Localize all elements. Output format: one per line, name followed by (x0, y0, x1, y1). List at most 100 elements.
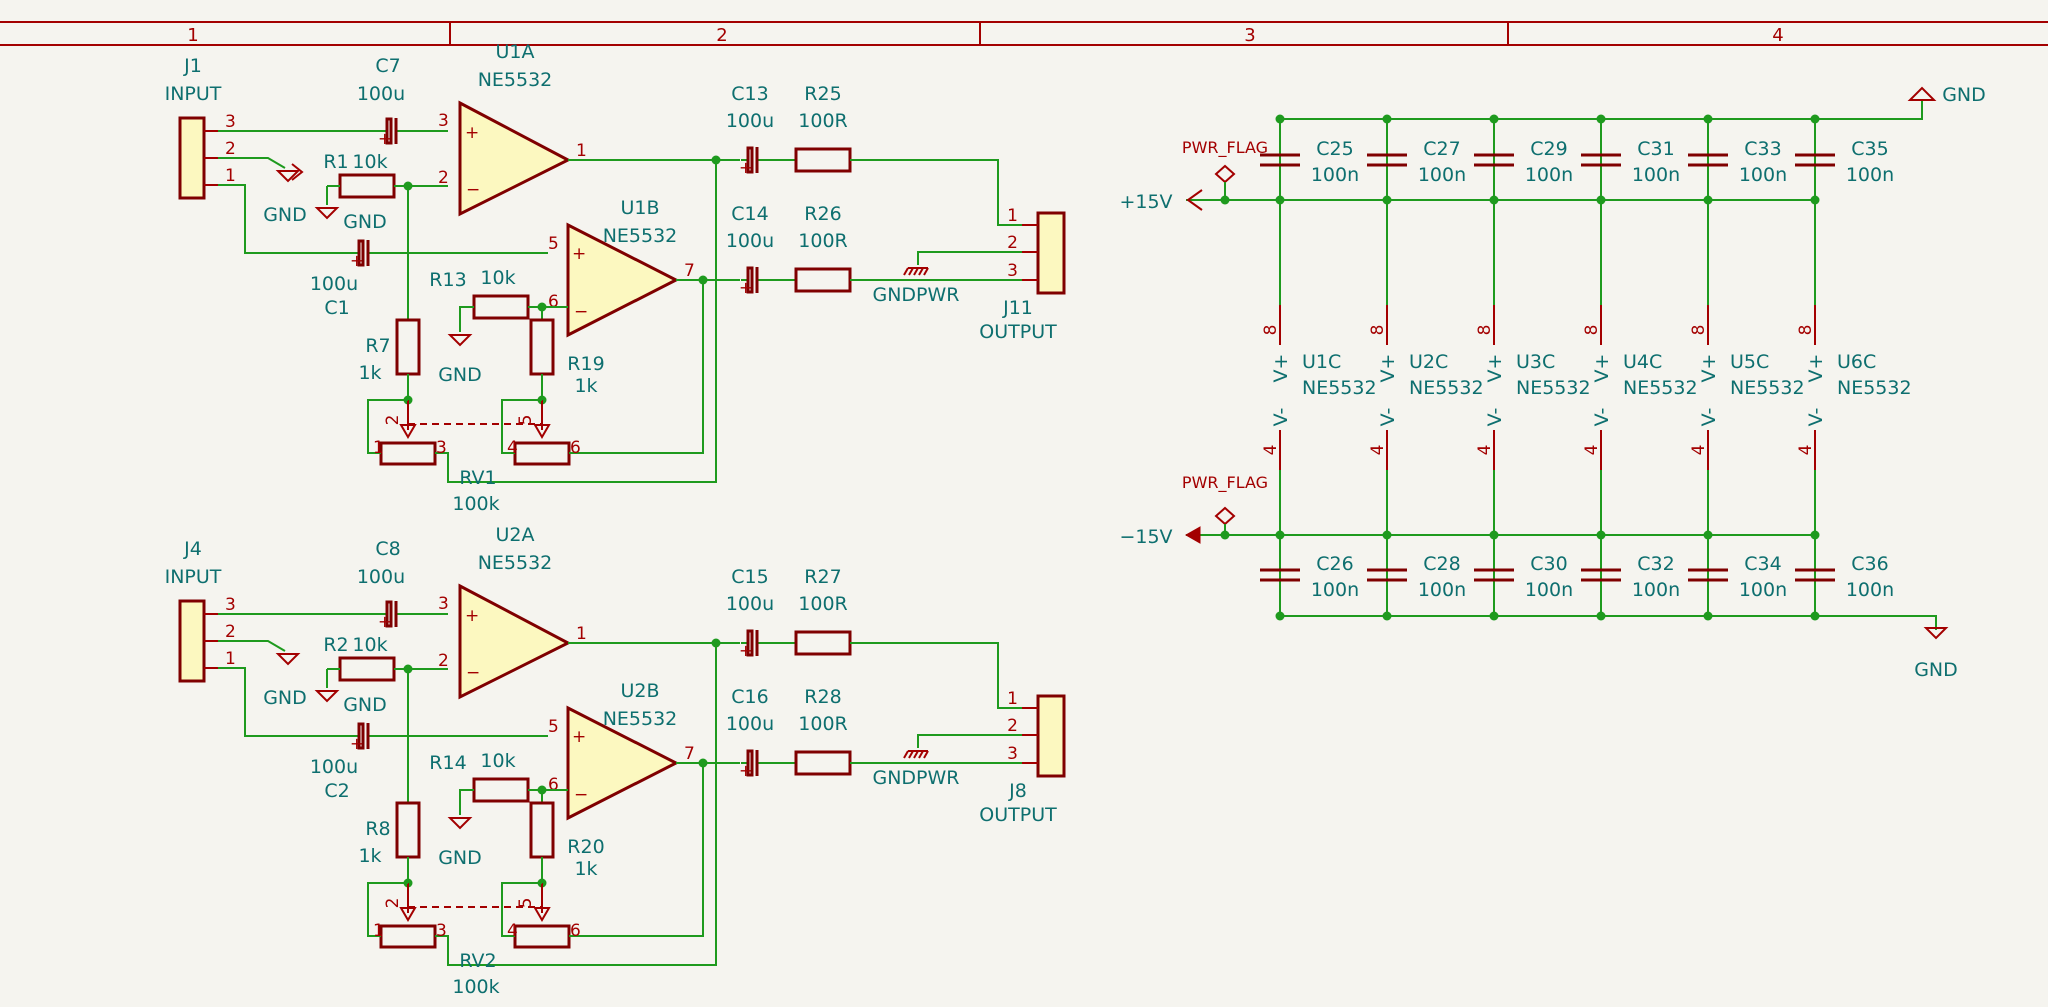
opamp-ref: U2B (620, 680, 659, 702)
cap-ref: C29 (1530, 138, 1567, 160)
cap-value: 100n (1525, 164, 1573, 186)
pin-number: 8 (1261, 325, 1281, 336)
junction-dot (1275, 114, 1285, 124)
wire (917, 734, 1022, 748)
ground-symbol (275, 653, 301, 666)
power-supply-section: GNDGND+15V−15VPWR_FLAGPWR_FLAG84V+V-U1CN… (1119, 84, 1985, 681)
cap-value: 100u (357, 83, 405, 105)
wire (367, 882, 408, 937)
pin-number: 4 (1582, 445, 1602, 456)
junction-dot (1703, 114, 1713, 124)
cap-ref: C32 (1637, 553, 1674, 575)
pin-number: 5 (516, 415, 536, 426)
opamp-triangle (566, 705, 680, 821)
opamp-plus: + (465, 123, 479, 143)
cap-plus-sign: + (739, 761, 752, 780)
ground-triangle (314, 690, 340, 703)
wire (459, 306, 474, 332)
pin-number: 3 (438, 111, 449, 131)
pin-name: V- (1484, 408, 1506, 427)
cap-plate-positive (385, 117, 393, 145)
pot-body-b (513, 924, 571, 949)
opamp-unit-value: NE5532 (1516, 377, 1591, 399)
wire (850, 159, 1022, 226)
resistor-body (395, 318, 421, 376)
wire (218, 640, 286, 652)
pin-number: 2 (438, 651, 449, 671)
pwr-flag-diamond (1214, 506, 1236, 526)
pot-wiper-a (399, 883, 417, 922)
resistor-ref: R20 (567, 836, 604, 858)
ground-label: GND (343, 694, 387, 716)
pin-number: 4 (1261, 445, 1281, 456)
wire (459, 789, 474, 815)
pot-wiper-b (533, 883, 551, 922)
wire (218, 184, 352, 254)
cap-ref: C13 (731, 83, 768, 105)
gndpwr-label: GNDPWR (872, 284, 959, 306)
cap-ref: C27 (1423, 138, 1460, 160)
cap-ref: C36 (1851, 553, 1888, 575)
pin-number: 2 (383, 415, 403, 426)
cap-ref: C8 (375, 538, 400, 560)
cap-value: 100u (726, 713, 774, 735)
cap-plate-positive (357, 239, 365, 267)
pin-number: 8 (1368, 325, 1388, 336)
cap-plate-positive (746, 749, 754, 777)
junction-dot (1220, 195, 1230, 205)
ground-label: GND (438, 847, 482, 869)
opamp-unit-value: NE5532 (1302, 377, 1377, 399)
cap-plus-sign: + (739, 158, 752, 177)
pin-number: 3 (1007, 744, 1018, 764)
pot-wiper-b (533, 400, 551, 439)
gnd-bottom-label: GND (1914, 659, 1958, 681)
pin-number: 8 (1689, 325, 1709, 336)
ground-triangle (1923, 627, 1949, 640)
input-ref: J1 (183, 55, 202, 77)
pot-ref: RV1 (459, 467, 496, 489)
pin-name: V+ (1270, 354, 1292, 383)
pin-number: 1 (373, 921, 384, 941)
cap-value: 100u (310, 756, 358, 778)
cap-ref: C28 (1423, 553, 1460, 575)
junction-dot (1703, 611, 1713, 621)
pin-number: 3 (225, 595, 236, 615)
ground-triangle (447, 334, 473, 347)
resistor-value: 1k (358, 362, 381, 384)
resistor-value: 1k (358, 845, 381, 867)
connector-body (1036, 211, 1066, 295)
pin-number: 4 (1689, 445, 1709, 456)
cursor-arrow-icon (291, 163, 304, 181)
decoupling-cap-bottom (1367, 568, 1407, 582)
resistor-body (472, 777, 530, 803)
opamp-plus: + (572, 244, 586, 264)
ground-triangle (447, 817, 473, 830)
resistor-value: 10k (352, 634, 387, 656)
pin-number: 2 (438, 168, 449, 188)
cap-ref: C35 (1851, 138, 1888, 160)
pot-value: 100k (452, 976, 499, 998)
wire (569, 280, 704, 454)
cap-value: 100n (1525, 579, 1573, 601)
cap-ref: C31 (1637, 138, 1674, 160)
resistor-body (472, 294, 530, 320)
junction-dot (1810, 114, 1820, 124)
cap-value: 100n (1418, 164, 1466, 186)
cap-plate-positive (357, 722, 365, 750)
resistor-value: 10k (352, 151, 387, 173)
wire (917, 251, 1022, 265)
resistor-ref: R13 (429, 269, 466, 291)
rail-arrow-icon (1184, 526, 1201, 544)
opamp-plus: + (572, 727, 586, 747)
gnd-top-label: GND (1942, 84, 1986, 106)
neg-rail-port: −15V (1119, 526, 1201, 548)
